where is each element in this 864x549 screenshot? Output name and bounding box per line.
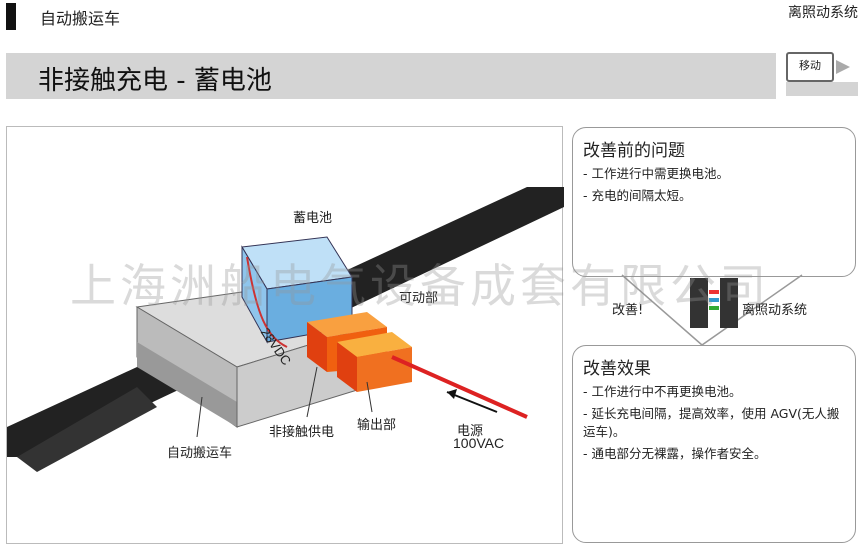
improve-label: 改善!: [612, 303, 644, 318]
power-label: 电源: [457, 424, 484, 439]
ac-voltage-label: 100VAC: [453, 435, 505, 451]
list-item: - 充电的间隔太短。: [583, 188, 692, 203]
page-title: 非接触充电 - 蓄电池: [38, 66, 272, 96]
list-item: - 延长充电间隔，提高效率，使用 AGV(无人搬运车)。: [583, 406, 840, 439]
diagram-panel: 蓄电池 可动部 28VDC 非接触供电 输出部 电源 100VAC 自动搬运车: [6, 126, 564, 544]
list-item: - 通电部分无裸露，操作者安全。: [583, 446, 767, 461]
title-bar: [6, 53, 776, 99]
agv-label: 自动搬运车: [167, 446, 233, 461]
output-label: 输出部: [357, 418, 397, 433]
movable-label: 可动部: [399, 291, 439, 306]
before-panel: 改善前的问题 - 工作进行中需更换电池。 - 充电的间隔太短。: [572, 127, 856, 277]
contactless-supply-label: 非接触供电: [269, 425, 335, 440]
system-name: 离照动系统: [788, 5, 858, 21]
list-item: - 工作进行中不再更换电池。: [583, 384, 742, 399]
agv-charging-illustration: [7, 187, 564, 472]
arrow-right-icon: [836, 60, 850, 74]
after-panel: 改善效果 - 工作进行中不再更换电池。 - 延长充电间隔，提高效率，使用 AGV…: [572, 345, 856, 543]
system-label: 离照动系统: [742, 303, 808, 318]
move-label: 移动: [786, 52, 834, 82]
move-button[interactable]: 移动: [786, 52, 858, 96]
after-heading: 改善效果: [583, 359, 651, 379]
watermark: 上海洲船电气设备成套有限公司: [70, 259, 770, 313]
header-bar: [6, 3, 16, 30]
before-heading: 改善前的问题: [583, 141, 685, 161]
list-item: - 工作进行中需更换电池。: [583, 166, 729, 181]
battery-label: 蓄电池: [293, 211, 333, 226]
section-title: 自动搬运车: [40, 9, 121, 28]
